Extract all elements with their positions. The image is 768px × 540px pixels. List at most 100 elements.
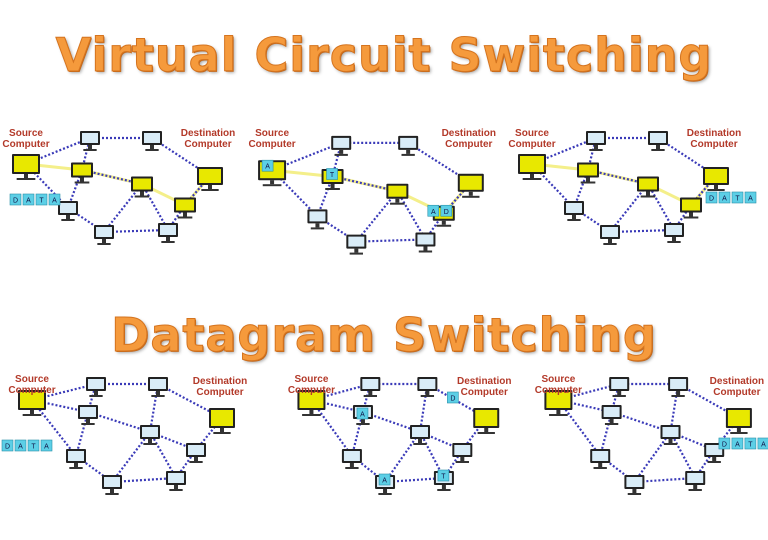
packet: T bbox=[27, 439, 40, 452]
packet-letter: A bbox=[360, 412, 365, 419]
router-node bbox=[94, 225, 114, 245]
router-node bbox=[78, 405, 98, 425]
router-node bbox=[341, 449, 362, 469]
packet-letter: A bbox=[52, 198, 57, 205]
network-link bbox=[87, 410, 151, 434]
packet: A bbox=[48, 193, 61, 206]
network-link bbox=[332, 175, 398, 193]
network-link bbox=[633, 431, 672, 483]
network-link bbox=[531, 136, 597, 166]
packet: A bbox=[744, 191, 757, 204]
router-node bbox=[140, 425, 160, 445]
router-node bbox=[668, 377, 689, 397]
router-node bbox=[66, 449, 86, 469]
packet: A bbox=[731, 437, 744, 450]
packet-letter: D bbox=[5, 444, 10, 451]
network-link bbox=[396, 190, 427, 241]
network-link bbox=[195, 417, 223, 451]
packet: D bbox=[1, 439, 14, 452]
packet: A bbox=[356, 407, 369, 420]
router-node bbox=[415, 232, 436, 253]
network-link bbox=[271, 169, 319, 218]
packet: D bbox=[9, 193, 22, 206]
source-computer bbox=[18, 390, 46, 416]
packet: A bbox=[261, 159, 274, 172]
packet-letter: A bbox=[26, 198, 31, 205]
packet: T bbox=[326, 168, 338, 180]
packet: A bbox=[378, 473, 391, 486]
packet: A bbox=[757, 437, 768, 450]
packet-letter: T bbox=[441, 474, 446, 481]
datagram-title: Datagram Switching bbox=[111, 308, 657, 363]
packet: D bbox=[447, 391, 459, 404]
router-node bbox=[186, 443, 206, 463]
packet: D bbox=[440, 204, 453, 217]
network-link bbox=[111, 476, 177, 484]
network-link bbox=[647, 183, 675, 231]
router-node bbox=[664, 223, 684, 243]
router-node bbox=[86, 377, 106, 397]
packet-letter: T bbox=[31, 444, 36, 451]
network-link bbox=[356, 238, 426, 243]
packet-letter: T bbox=[39, 198, 44, 205]
packet: T bbox=[744, 437, 757, 450]
packet: A bbox=[718, 191, 731, 204]
router-node bbox=[80, 131, 100, 151]
destination-computer bbox=[703, 167, 729, 191]
source-computer bbox=[518, 154, 546, 180]
network-link bbox=[149, 431, 177, 479]
router-node bbox=[71, 162, 93, 184]
packet-letter: A bbox=[722, 196, 727, 203]
network-link bbox=[355, 190, 399, 243]
router-node bbox=[600, 225, 620, 245]
destination-computer bbox=[725, 408, 752, 434]
router-node bbox=[609, 377, 630, 397]
packet: A bbox=[14, 439, 27, 452]
router-node bbox=[346, 234, 367, 255]
packet-letter: A bbox=[748, 196, 753, 203]
network-link bbox=[141, 183, 169, 231]
packet: A bbox=[40, 439, 53, 452]
network-link bbox=[316, 176, 334, 217]
network-link bbox=[599, 411, 613, 457]
network-link bbox=[25, 136, 91, 166]
router-node bbox=[660, 425, 681, 445]
router-node bbox=[680, 197, 702, 219]
network-link bbox=[310, 399, 353, 457]
network-link bbox=[351, 455, 386, 483]
router-node bbox=[360, 377, 381, 397]
network-link bbox=[111, 431, 151, 483]
packet: T bbox=[437, 469, 450, 482]
packet-letter: A bbox=[265, 164, 270, 171]
network-link bbox=[669, 431, 697, 479]
packet-letter: D bbox=[450, 396, 455, 403]
router-node bbox=[564, 201, 584, 221]
source-computer bbox=[297, 390, 326, 416]
network-link bbox=[103, 228, 169, 234]
packet-letter: A bbox=[761, 442, 766, 449]
packet: A bbox=[427, 204, 440, 217]
router-node bbox=[102, 475, 122, 495]
router-node bbox=[637, 176, 659, 198]
network-link bbox=[558, 382, 620, 402]
packet: T bbox=[35, 193, 48, 206]
router-node bbox=[148, 377, 168, 397]
packet-letter: T bbox=[748, 442, 753, 449]
destination-computer bbox=[197, 167, 223, 191]
packet-letter: T bbox=[735, 196, 740, 203]
network-link bbox=[599, 455, 636, 483]
virtual-circuit-title: Virtual Circuit Switching bbox=[55, 28, 713, 83]
packet-letter: D bbox=[722, 442, 727, 449]
